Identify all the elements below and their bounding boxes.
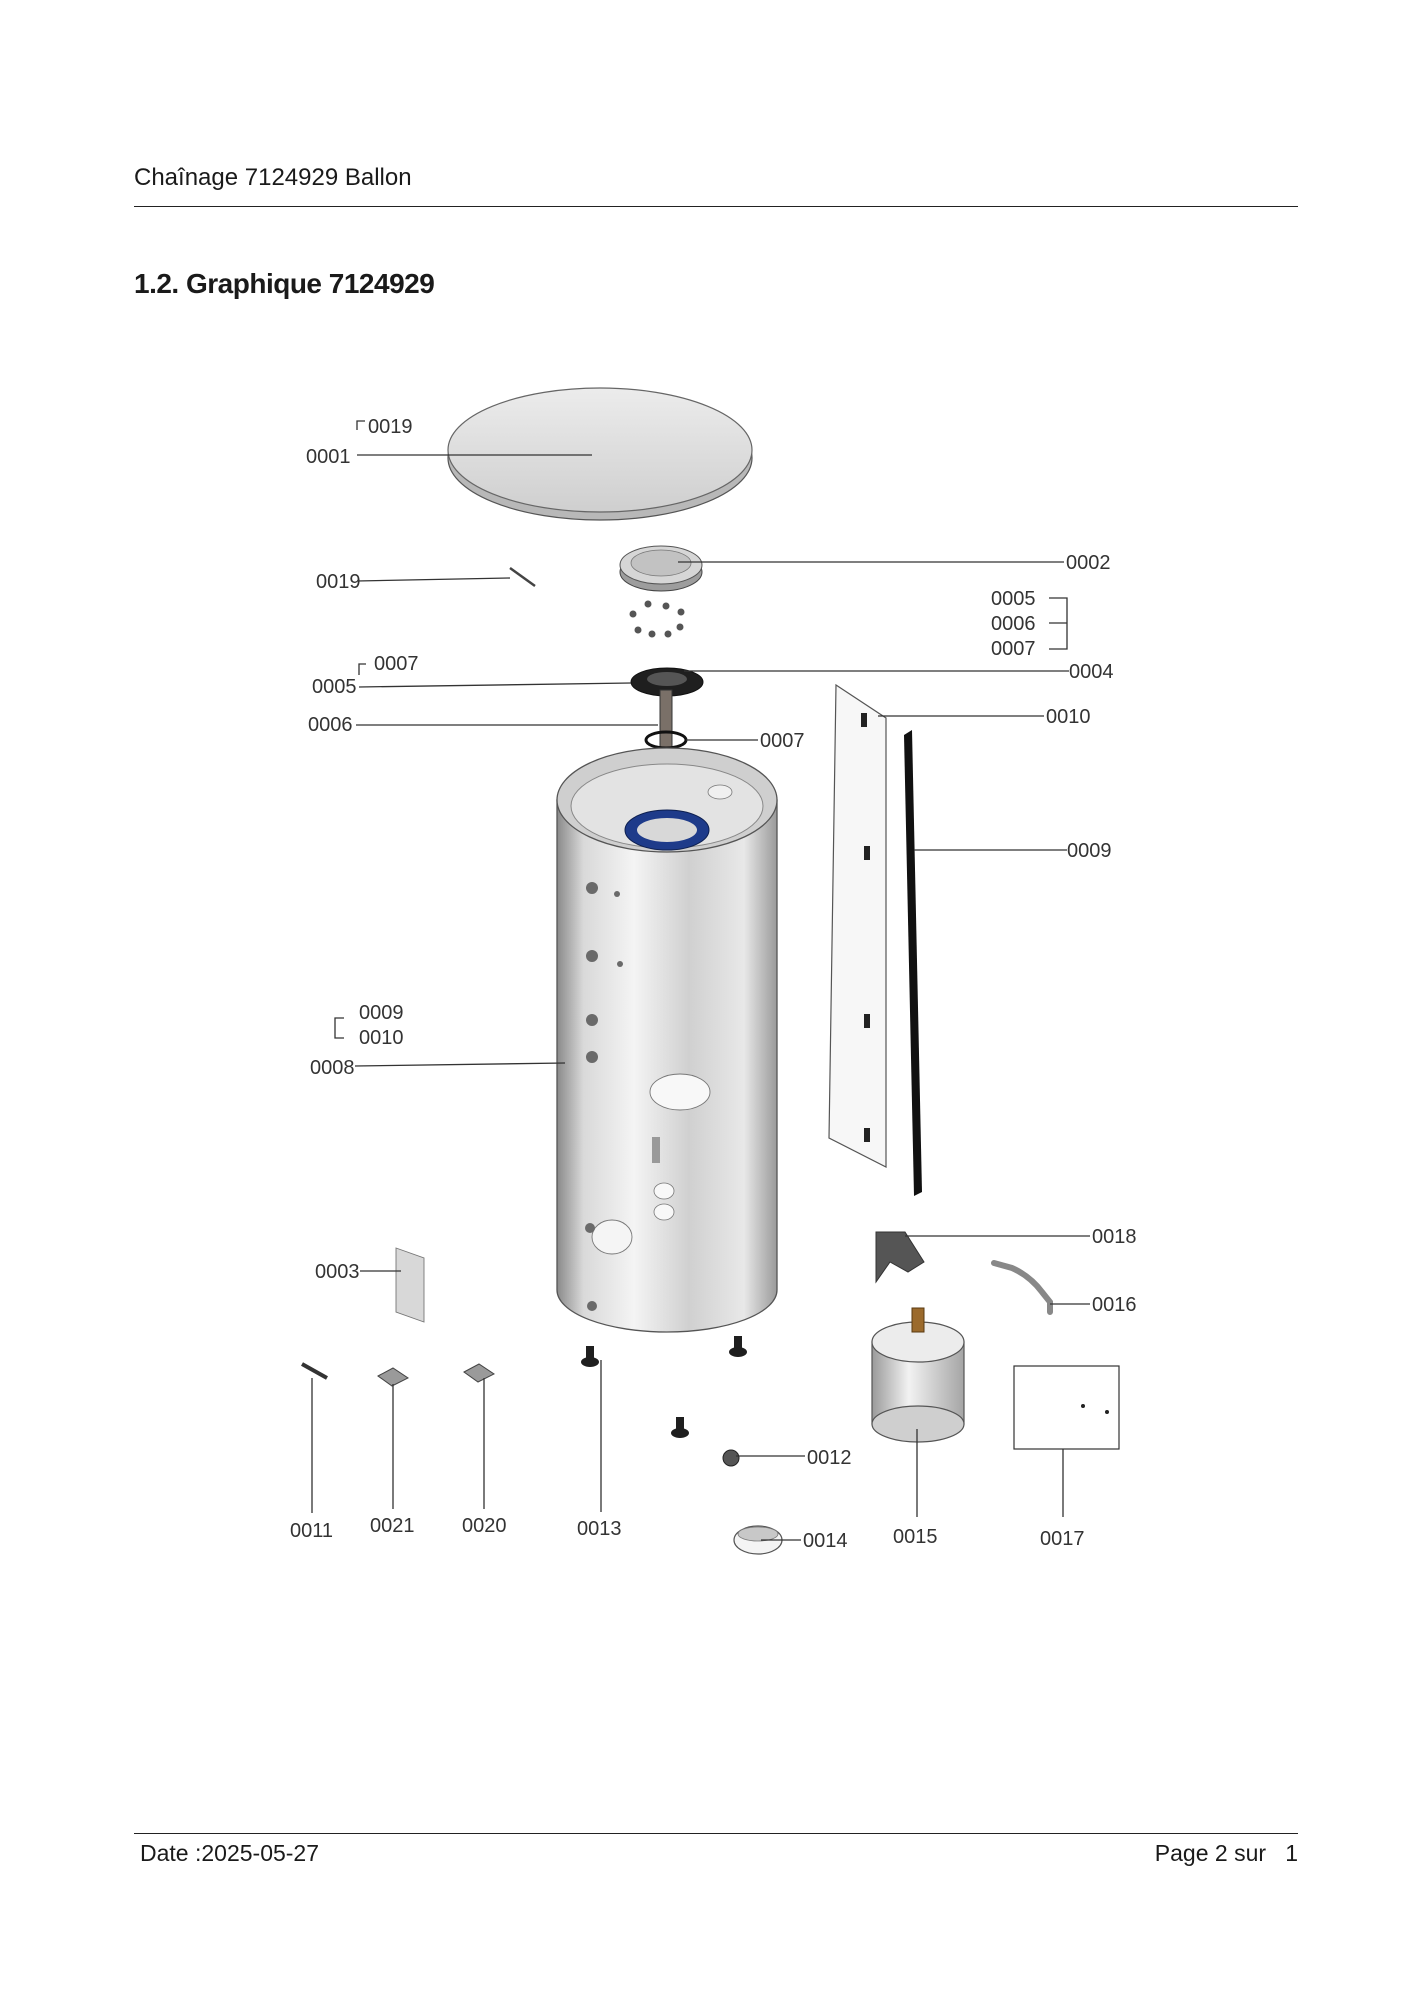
callout-0001: 0001: [306, 446, 351, 468]
callout-0018: 0018: [1092, 1226, 1137, 1248]
tank-body: [556, 747, 778, 1333]
callout-0005-right: 0005: [991, 588, 1036, 610]
tank-feet: [581, 1336, 747, 1438]
cap-part: [733, 1525, 783, 1555]
section-title: 1.2. Graphique 7124929: [134, 268, 435, 299]
rating-label: [395, 1247, 425, 1323]
callout-0009: 0009: [1067, 840, 1112, 862]
footer-divider: [134, 1833, 1298, 1834]
documentation-box: [1013, 1365, 1120, 1450]
callout-0003: 0003: [315, 1261, 360, 1283]
footer-date: Date :2025-05-27: [140, 1840, 320, 1866]
callout-0007-left: 0007: [374, 653, 419, 675]
callout-0013: 0013: [577, 1518, 622, 1540]
callout-0016: 0016: [1092, 1294, 1137, 1316]
bolt-set: [629, 600, 685, 638]
callout-0021: 0021: [370, 1515, 415, 1537]
callout-0014: 0014: [803, 1530, 848, 1552]
callout-0006-right: 0006: [991, 613, 1036, 635]
page-total: 1: [1285, 1840, 1298, 1866]
top-cover-lid: [447, 387, 753, 521]
callout-0004: 0004: [1069, 661, 1114, 683]
callout-0010-group: 0010: [359, 1027, 404, 1049]
nut-part: [722, 1449, 740, 1467]
callout-0008: 0008: [310, 1057, 355, 1079]
pipe-connector: [991, 1260, 1053, 1315]
callout-0010: 0010: [1046, 706, 1091, 728]
callout-labels: 0019 0001 0019 0002 0005 0006 0007 0004 …: [290, 416, 1137, 1552]
header-divider: [134, 206, 1298, 207]
callout-0007-mid: 0007: [760, 730, 805, 752]
footer-page-number: Page 2 sur 1: [1155, 1840, 1298, 1867]
callout-0006-left: 0006: [308, 714, 353, 736]
callout-0012: 0012: [807, 1447, 852, 1469]
panel-slots: [861, 713, 870, 1142]
callout-0005-left: 0005: [312, 676, 357, 698]
callout-0019-top: 0019: [368, 416, 413, 438]
mounting-bracket: [875, 1231, 925, 1284]
callout-0015: 0015: [893, 1526, 938, 1548]
callout-0011: 0011: [290, 1520, 333, 1542]
screw-part: [509, 566, 536, 588]
clip-0020: [463, 1363, 495, 1383]
seal-strip: [904, 730, 922, 1196]
inspection-cover: [619, 545, 703, 592]
page-label: Page 2 sur: [1154, 1840, 1267, 1866]
side-panel: [828, 683, 887, 1168]
callout-0017: 0017: [1040, 1528, 1085, 1550]
sensor-probe: [301, 1362, 328, 1380]
expansion-vessel: [871, 1307, 965, 1443]
callout-0009-group: 0009: [359, 1002, 404, 1024]
clip-0021: [377, 1367, 409, 1387]
callout-0002: 0002: [1066, 552, 1111, 574]
leader-lines: [311, 420, 1090, 1541]
callout-0019-side: 0019: [316, 571, 361, 593]
callout-0020: 0020: [462, 1515, 507, 1537]
page-header-title: Chaînage 7124929 Ballon: [134, 164, 412, 191]
callout-0007-right: 0007: [991, 638, 1036, 660]
